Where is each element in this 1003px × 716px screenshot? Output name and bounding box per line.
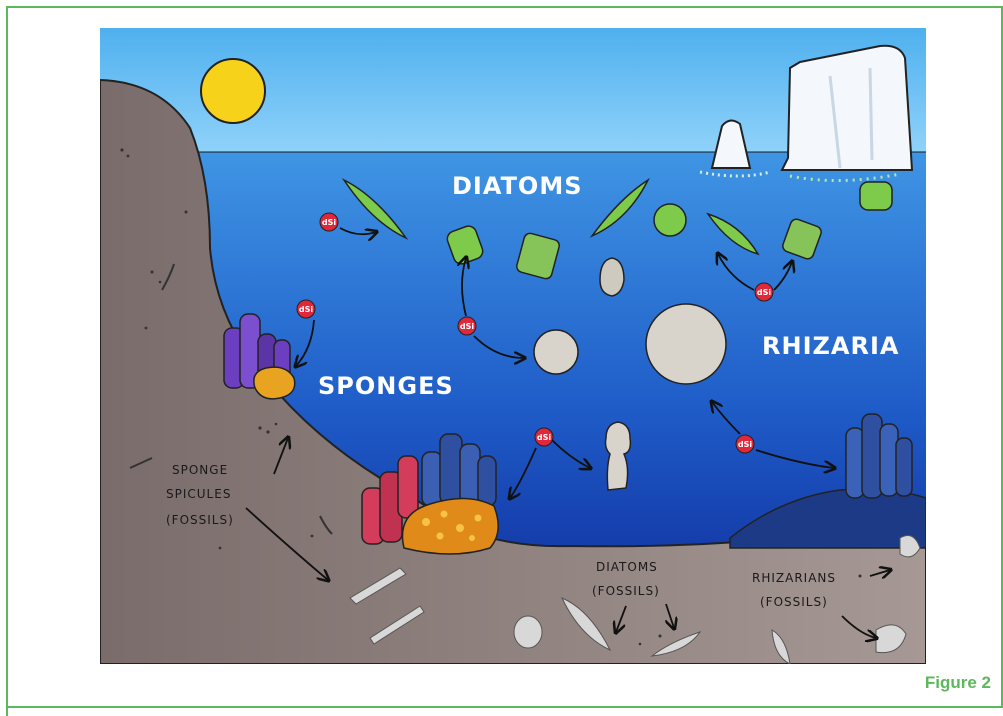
dsi-marker: dSi bbox=[535, 428, 553, 446]
svg-text:dSi: dSi bbox=[738, 440, 752, 449]
svg-text:dSi: dSi bbox=[757, 288, 771, 297]
rhizaria-label: RHIZARIA bbox=[762, 332, 899, 360]
sponge-spicules-label-line3: (FOSSILS) bbox=[166, 513, 234, 527]
rhizarians-fossils-label-line1: RHIZARIANS bbox=[752, 571, 836, 585]
diatoms-fossils-label-line2: (FOSSILS) bbox=[592, 584, 660, 598]
diatoms-fossils-label-line1: DIATOMS bbox=[596, 560, 658, 574]
rhizarians-fossils-label-line2: (FOSSILS) bbox=[760, 595, 828, 609]
svg-text:dSi: dSi bbox=[537, 433, 551, 442]
sponge-spicules-label-line1: SPONGE bbox=[172, 463, 228, 477]
dsi-marker: dSi bbox=[736, 435, 754, 453]
figure-caption: Figure 2 bbox=[925, 673, 991, 693]
sun bbox=[201, 59, 265, 123]
dsi-marker: dSi bbox=[297, 300, 315, 318]
dsi-marker: dSi bbox=[755, 283, 773, 301]
dsi-marker: dSi bbox=[458, 317, 476, 335]
figure-frame-bottom bbox=[6, 706, 1003, 708]
svg-text:dSi: dSi bbox=[299, 305, 313, 314]
svg-text:dSi: dSi bbox=[460, 322, 474, 331]
svg-text:dSi: dSi bbox=[322, 218, 336, 227]
dsi-marker: dSi bbox=[320, 213, 338, 231]
sponge-spicules-label-line2: SPICULES bbox=[166, 487, 231, 501]
sponges-label: SPONGES bbox=[318, 372, 454, 400]
diatoms-label: DIATOMS bbox=[452, 172, 583, 200]
ocean-silicon-cycle-illustration: dSi dSi dSi dSi dSi dSi DIATOMS RHIZARIA… bbox=[100, 28, 926, 664]
